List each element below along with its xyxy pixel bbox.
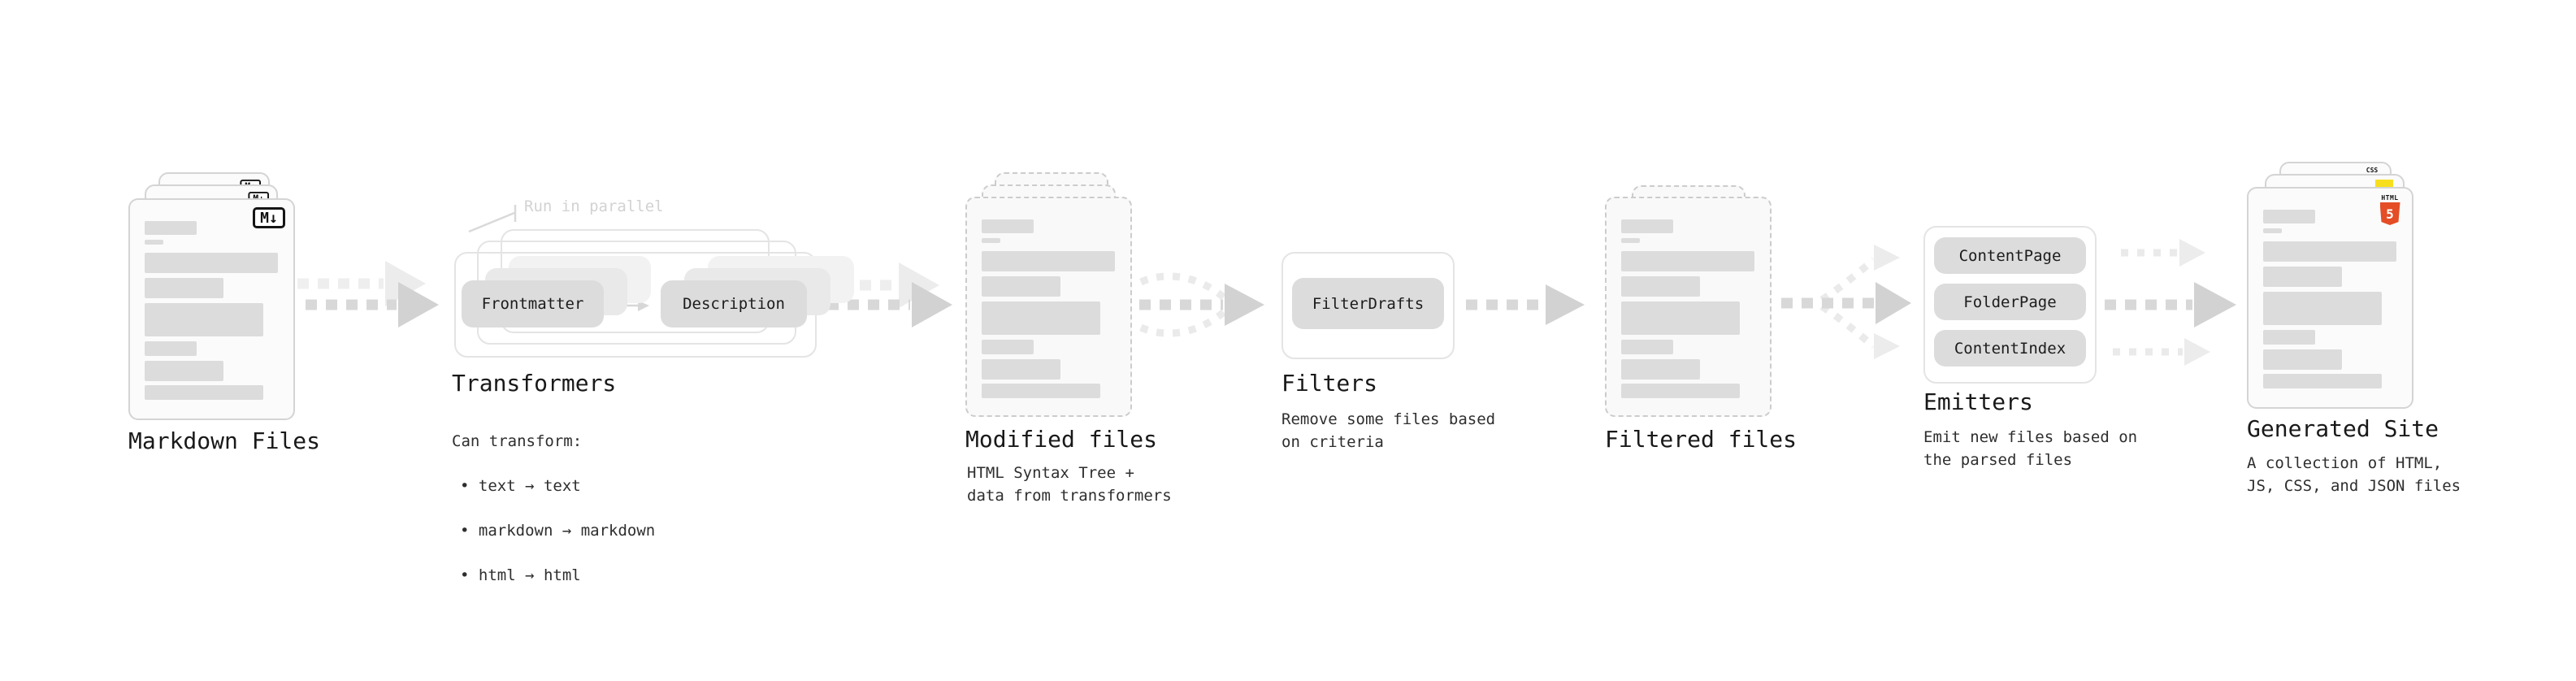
skeleton-line bbox=[145, 221, 197, 235]
arrow-emitters-to-generated bbox=[2105, 239, 2236, 366]
arrow-markdown-to-transformers bbox=[297, 261, 439, 327]
description-pill: Description bbox=[661, 280, 807, 327]
run-in-parallel-annotation: Run in parallel bbox=[524, 197, 664, 215]
emitters-description: Emit new files based on the parsed files bbox=[1923, 428, 2138, 469]
generated-file-card-front: HTML 5 bbox=[2247, 187, 2413, 409]
skeleton-line bbox=[1621, 219, 1673, 233]
skeleton-line bbox=[982, 340, 1034, 354]
emitters-label: Emitters bbox=[1923, 388, 2033, 415]
skeleton-line bbox=[2263, 292, 2382, 325]
transformers-label: Transformers bbox=[452, 370, 617, 397]
skeleton-line bbox=[145, 278, 223, 298]
skeleton-line bbox=[982, 359, 1060, 380]
transformers-bullet: • markdown → markdown bbox=[460, 522, 656, 540]
generated-site-description: A collection of HTML, JS, CSS, and JSON … bbox=[2247, 454, 2461, 495]
contentindex-pill: ContentIndex bbox=[1934, 330, 2086, 367]
modified-file-card-front bbox=[965, 197, 1132, 417]
skeleton-line bbox=[982, 301, 1100, 335]
skeleton-line bbox=[1621, 238, 1640, 243]
markdown-icon: M↓ bbox=[253, 207, 285, 228]
skeleton-line bbox=[1621, 276, 1700, 297]
transformers-desc-title: Can transform: bbox=[452, 432, 583, 450]
skeleton-line bbox=[2263, 349, 2342, 370]
filters-description: Remove some files based on criteria bbox=[1281, 410, 1496, 451]
skeleton-line bbox=[1621, 340, 1673, 354]
arrow-modified-to-filters bbox=[1139, 272, 1264, 337]
skeleton-line bbox=[145, 385, 263, 400]
skeleton-line bbox=[982, 238, 1000, 243]
skeleton-line bbox=[2263, 228, 2282, 233]
skeleton-line bbox=[2263, 374, 2382, 388]
filtered-file-card-front bbox=[1605, 197, 1772, 417]
generated-site-label: Generated Site bbox=[2247, 415, 2439, 442]
skeleton-line bbox=[2263, 210, 2315, 223]
emitters-box bbox=[1923, 226, 2097, 384]
filterdrafts-pill: FilterDrafts bbox=[1292, 278, 1444, 329]
transformers-description: Can transform: • text → text • markdown … bbox=[452, 408, 655, 609]
skeleton-line bbox=[982, 219, 1034, 233]
skeleton-line bbox=[1621, 359, 1700, 380]
skeleton-line bbox=[1621, 251, 1754, 271]
skeleton-line bbox=[2263, 267, 2342, 287]
contentpage-pill: ContentPage bbox=[1934, 237, 2086, 274]
skeleton-line bbox=[145, 361, 223, 381]
annotation-leader-line bbox=[468, 211, 515, 233]
skeleton-line bbox=[982, 276, 1060, 297]
filters-label: Filters bbox=[1281, 370, 1378, 397]
arrow-filters-to-filtered bbox=[1466, 284, 1585, 325]
filters-box bbox=[1281, 252, 1455, 359]
modified-files-description: HTML Syntax Tree + data from transformer… bbox=[967, 464, 1172, 505]
skeleton-line bbox=[1621, 301, 1740, 335]
transformers-bullet: • html → html bbox=[460, 566, 581, 584]
markdown-files-label: Markdown Files bbox=[128, 427, 321, 454]
markdown-file-card-front: M↓ bbox=[128, 198, 295, 420]
skeleton-line bbox=[982, 384, 1100, 398]
skeleton-line bbox=[145, 303, 263, 336]
transformers-bullet: • text → text bbox=[460, 477, 581, 495]
html5-icon: HTML 5 bbox=[2376, 194, 2404, 225]
skeleton-line bbox=[982, 251, 1115, 271]
skeleton-line bbox=[145, 341, 197, 356]
folderpage-pill: FolderPage bbox=[1934, 284, 2086, 320]
modified-files-label: Modified files bbox=[965, 426, 1158, 453]
skeleton-line bbox=[2263, 241, 2396, 262]
skeleton-line bbox=[1621, 384, 1740, 398]
filtered-files-label: Filtered files bbox=[1605, 426, 1798, 453]
skeleton-line bbox=[145, 240, 163, 245]
arrow-filtered-to-emitters bbox=[1781, 245, 1911, 359]
frontmatter-pill: Frontmatter bbox=[462, 280, 604, 327]
skeleton-line bbox=[2263, 330, 2315, 345]
skeleton-line bbox=[145, 253, 278, 273]
